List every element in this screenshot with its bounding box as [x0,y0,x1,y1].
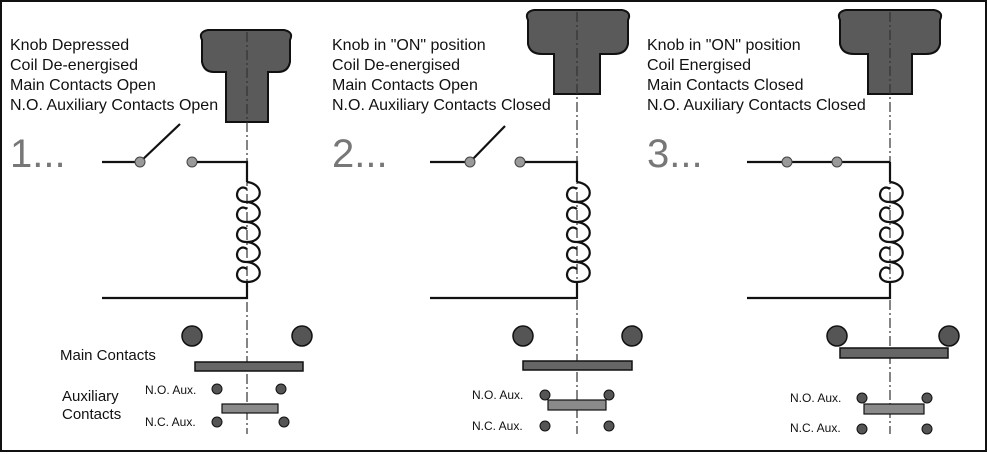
main-contact-right [938,325,960,347]
coil [430,180,591,300]
nc-aux-contact-left [211,416,223,428]
main-contact-left [826,325,848,347]
auxiliary-label-1: Auxiliary [62,388,119,405]
nc-aux-contact-right [603,420,615,432]
no-aux-label: N.O. Aux. [472,388,523,402]
coil [747,180,904,300]
nc-aux-contact-left [856,423,868,435]
main-contact-right [621,325,643,347]
panel-1-line-1: Knob Depressed [10,37,129,54]
auxiliary-label-2: Contacts [62,406,121,423]
panel-3: Knob in "ON" position Coil Energised Mai… [647,9,960,435]
no-aux-contact-right [921,392,933,404]
main-contact-bar [839,347,949,359]
main-contacts-label: Main Contacts [60,347,156,364]
switch-blade [469,125,506,163]
panel-2: Knob in "ON" position Coil De-energised … [332,9,643,434]
panel-2-line-4: N.O. Auxiliary Contacts Closed [332,97,551,114]
switch-terminal [831,156,843,168]
switch-terminal [186,156,198,168]
no-aux-contact-left [539,389,551,401]
aux-contact-bar [221,403,279,414]
coil [102,180,261,300]
knob [199,29,293,123]
no-aux-contact-left [211,383,223,395]
knob [525,9,631,95]
nc-aux-label: N.C. Aux. [472,419,523,433]
nc-aux-label: N.C. Aux. [790,421,841,435]
switch-terminal [514,156,526,168]
aux-contact-bar [547,399,607,411]
nc-aux-contact-right [921,423,933,435]
nc-aux-contact-left [539,420,551,432]
panel-2-line-3: Main Contacts Open [332,77,478,94]
switch-terminal [781,156,793,168]
switch-terminal [464,156,476,168]
no-aux-label: N.O. Aux. [145,383,196,397]
panel-2-step: 2... [332,132,388,176]
no-aux-contact-right [275,383,287,395]
no-aux-contact-left [856,392,868,404]
nc-aux-label: N.C. Aux. [145,415,196,429]
panel-2-line-2: Coil De-energised [332,57,460,74]
coil-lead [197,160,249,182]
aux-contact-bar [863,403,925,415]
panel-1-line-4: N.O. Auxiliary Contacts Open [10,97,218,114]
panel-3-line-1: Knob in "ON" position [647,37,801,54]
panel-1-line-2: Coil De-energised [10,57,138,74]
panel-1-line-3: Main Contacts Open [10,77,156,94]
main-contact-bar [522,360,633,371]
panel-3-line-2: Coil Energised [647,57,751,74]
no-aux-label: N.O. Aux. [790,391,841,405]
switch-terminal [134,156,146,168]
main-contact-left [181,325,203,347]
panel-2-line-1: Knob in "ON" position [332,37,486,54]
panel-3-step: 3... [647,132,703,176]
panel-3-line-4: N.O. Auxiliary Contacts Closed [647,97,866,114]
coil-lead [525,160,579,182]
no-aux-contact-right [603,389,615,401]
panel-1-step: 1... [10,132,66,176]
nc-aux-contact-right [278,416,290,428]
main-contact-left [512,325,534,347]
main-contact-right [291,325,313,347]
main-contact-bar [194,361,304,372]
switch-blade [139,123,181,163]
panel-1: Knob Depressed Coil De-energised Main Co… [10,29,313,434]
panel-3-line-3: Main Contacts Closed [647,77,804,94]
